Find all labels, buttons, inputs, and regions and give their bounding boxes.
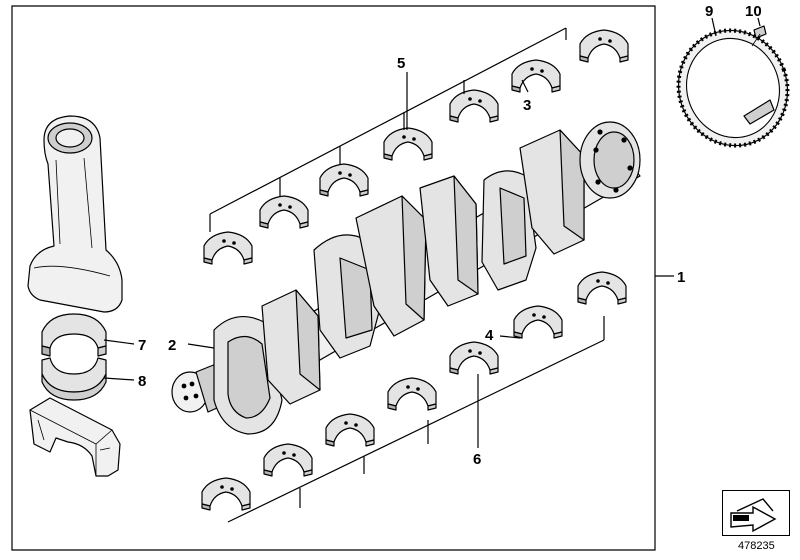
callout-7[interactable]: 7 [138,337,146,354]
next-arrow-icon [730,498,777,533]
leader-lines [103,17,761,448]
callout-6[interactable]: 6 [473,451,481,468]
rod-bearing-shell-lower [41,357,107,401]
connecting-rod [27,115,123,313]
next-arrow-button[interactable] [722,490,790,536]
callout-9[interactable]: 9 [705,3,713,20]
callout-3[interactable]: 3 [523,97,531,114]
callout-8[interactable]: 8 [138,373,146,390]
callout-labels: 1 2 3 4 5 6 7 8 9 10 [138,3,762,468]
callout-10[interactable]: 10 [745,3,762,20]
upper-main-bearing-shells [203,27,629,265]
callout-2[interactable]: 2 [168,337,176,354]
callout-1[interactable]: 1 [677,269,685,286]
rod-bearing-cap [29,397,121,477]
catalog-number: 478235 [738,540,775,552]
callout-5[interactable]: 5 [397,55,405,72]
bolt [751,25,767,47]
increment-wheel [676,28,790,148]
crankshaft [171,121,641,435]
lower-main-bearing-shells [201,271,627,523]
assembly-frame [11,5,656,551]
callout-4[interactable]: 4 [485,327,494,344]
rod-bearing-shell-upper [41,313,107,357]
